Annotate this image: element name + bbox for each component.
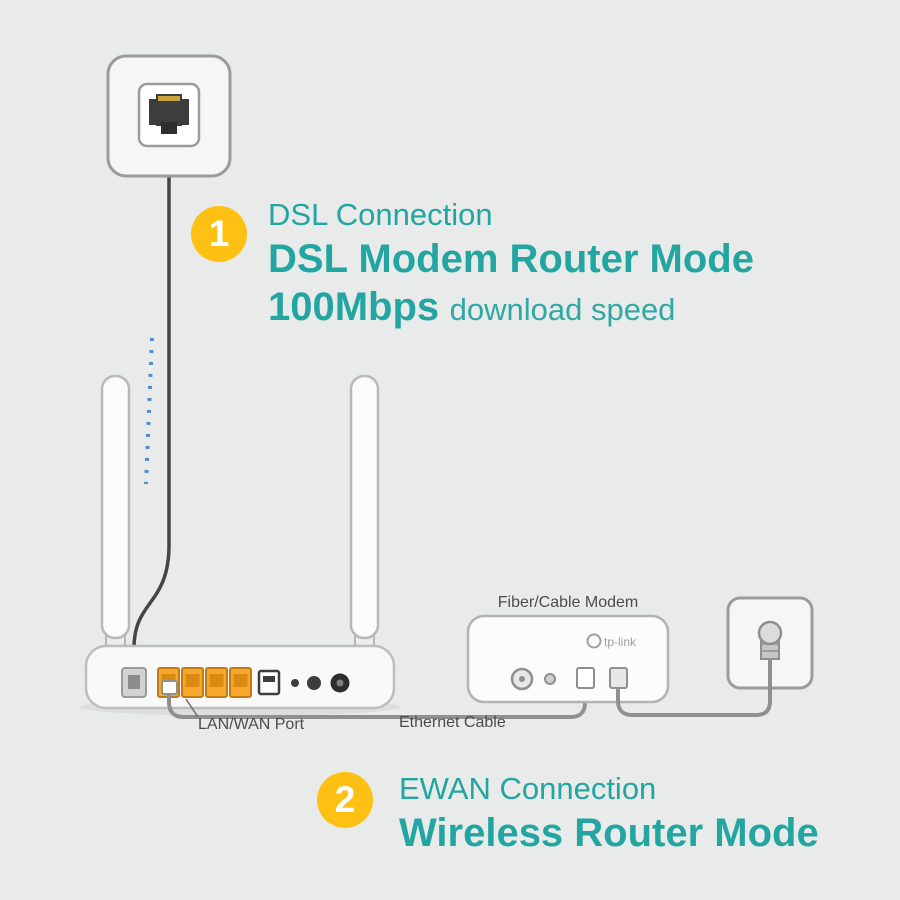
router-power-port — [330, 673, 350, 693]
modem-button — [544, 673, 556, 685]
ethernet-cable — [161, 680, 587, 719]
svg-text:tp-link: tp-link — [604, 635, 637, 649]
download-speed-note: download speed — [449, 292, 676, 327]
dsl-cable — [132, 132, 171, 674]
modem-wan-port — [609, 667, 628, 689]
download-speed-value: 100Mbps — [268, 285, 440, 329]
tp-link-logo: tp-link — [586, 633, 637, 649]
modem-label: Fiber/Cable Modem — [497, 594, 639, 611]
dsl-signal-dots — [144, 337, 154, 485]
lan-wan-port-label: LAN/WAN Port — [198, 716, 305, 733]
phone-wall-socket — [106, 54, 232, 178]
fiber-cable-modem: tp-link — [466, 614, 670, 704]
router-antenna-left — [100, 374, 131, 659]
step-2-badge: 2 — [317, 772, 373, 828]
step-1-speed-line: 100Mbps download speed — [268, 284, 754, 339]
lan-wan-leader-line — [185, 698, 199, 718]
modem-lan-port — [576, 667, 595, 689]
step-2-text-block: EWAN Connection Wireless Router Mode — [399, 770, 819, 856]
router-dsl-port — [121, 667, 147, 698]
router-reset-button — [291, 679, 299, 687]
step-2-title: EWAN Connection — [399, 771, 657, 806]
step-1-badge: 1 — [191, 206, 247, 262]
step-1-text-block: DSL Connection DSL Modem Router Mode 100… — [268, 196, 754, 339]
phone-jack-icon — [149, 94, 189, 134]
router-antenna-right — [349, 374, 380, 659]
modem-body — [466, 614, 670, 704]
dsl-router — [80, 374, 400, 716]
coax-cable — [616, 658, 772, 717]
modem-coax-port — [510, 667, 534, 691]
ethernet-cable-label: Ethernet Cable — [399, 714, 506, 731]
router-wps-button — [307, 676, 321, 690]
coax-connector-icon — [757, 620, 783, 660]
step-1-subtitle: DSL Modem Router Mode — [268, 237, 754, 281]
router-usb-port — [257, 669, 281, 696]
step-1-title: DSL Connection — [268, 197, 493, 232]
step-2-subtitle: Wireless Router Mode — [399, 811, 819, 855]
